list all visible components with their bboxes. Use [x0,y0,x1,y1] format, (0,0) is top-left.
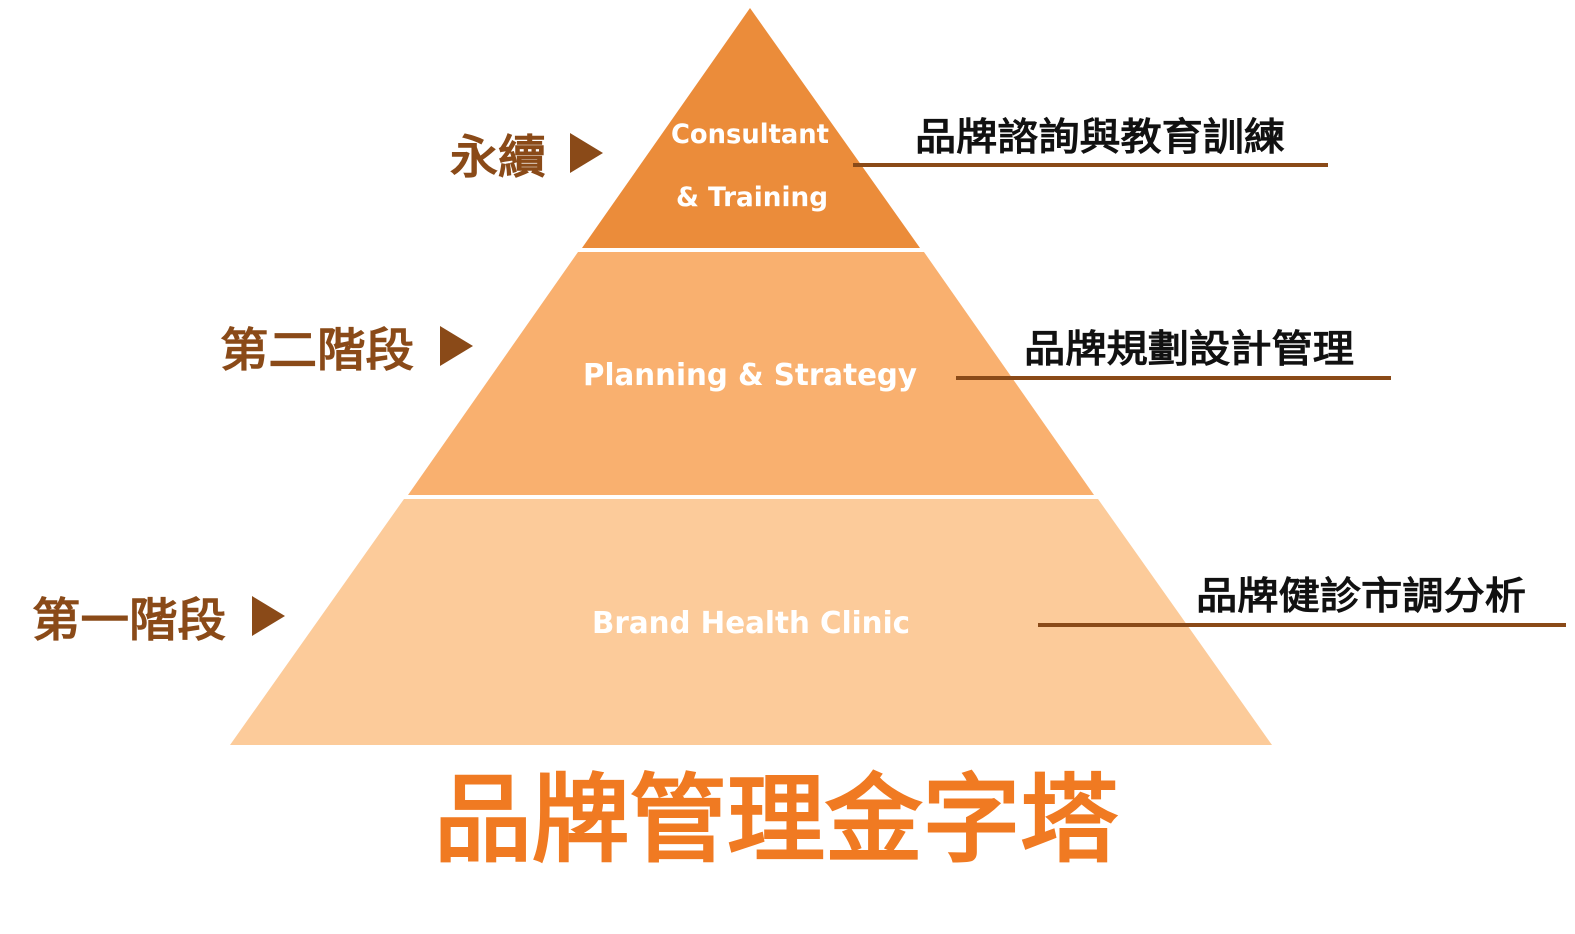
stage-label-first: 第一階段 [32,593,226,647]
tier-top-label-line1: Consultant [671,119,829,150]
description-consultant: 品牌諮詢與教育訓練 [915,115,1285,159]
description-planning: 品牌規劃設計管理 [1024,327,1354,371]
tier-middle-label: Planning & Strategy [583,358,917,393]
tier-bottom-label: Brand Health Clinic [592,606,910,641]
description-clinic: 品牌健診市調分析 [1196,574,1526,618]
tier-middle-shape [408,252,1094,495]
right-triangle-icon [570,133,603,173]
tier-top-shape [582,8,920,248]
right-triangle-icon [440,326,473,366]
tier-top-label-line2: & Training [676,182,828,213]
stage-label-second: 第二階段 [220,323,414,377]
stage-label-sustain: 永續 [450,130,546,184]
main-title: 品牌管理金字塔 [434,764,1119,876]
right-triangle-icon [252,596,285,636]
tier-bottom-shape [230,499,1272,745]
